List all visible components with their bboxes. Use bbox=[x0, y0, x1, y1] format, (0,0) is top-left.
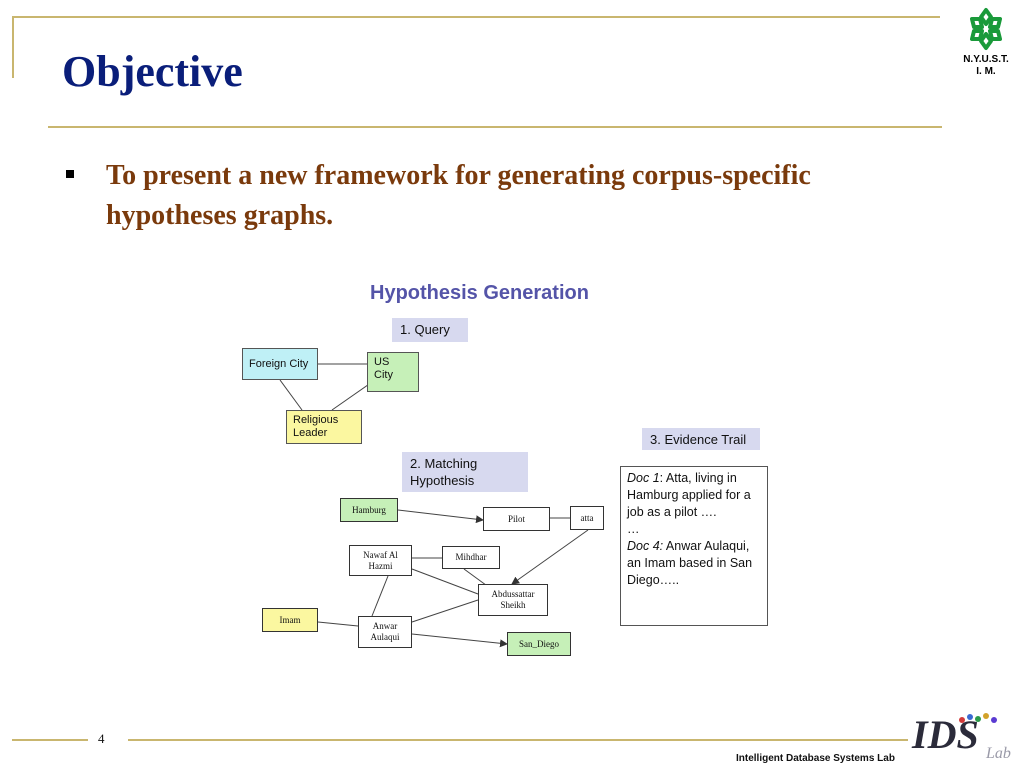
edge-foreign-leader bbox=[279, 379, 303, 411]
nyust-emblem-icon bbox=[970, 8, 1002, 50]
logo-text-line-2: I. M. bbox=[976, 66, 996, 77]
node-san-diego-label: San_Diego bbox=[519, 638, 559, 649]
top-border-rule bbox=[12, 16, 940, 18]
node-anwar-aulaqui: Anwar Aulaqui bbox=[358, 616, 412, 648]
footer-rule-right bbox=[128, 739, 908, 741]
node-abdussattar-sheikh: Abdussattar Sheikh bbox=[478, 584, 548, 616]
node-us-city-line-1: US bbox=[374, 356, 390, 368]
node-imam-label: Imam bbox=[279, 614, 301, 625]
footer-lab-label: Intelligent Database Systems Lab bbox=[736, 753, 895, 764]
edge-nawaf-abdussattar bbox=[411, 568, 479, 595]
logo-text-line-1: N.Y.U.S.T. bbox=[963, 54, 1009, 65]
node-abdussattar-line-2: Sheikh bbox=[500, 600, 526, 610]
svg-text:Lab: Lab bbox=[985, 745, 1011, 762]
node-pilot: Pilot bbox=[483, 507, 550, 531]
node-imam: Imam bbox=[262, 608, 318, 632]
node-nawaf-line-2: Hazmi bbox=[368, 560, 393, 571]
slide-title: Objective bbox=[62, 47, 243, 96]
step-query-label: 1. Query bbox=[392, 318, 468, 342]
node-abdussattar-line-1: Abdussattar bbox=[491, 589, 535, 599]
square-bullet-icon bbox=[66, 170, 74, 178]
edge-atta-abdussattar bbox=[511, 529, 589, 585]
diagram-title: Hypothesis Generation bbox=[370, 282, 589, 304]
node-anwar-line-1: Anwar bbox=[372, 621, 398, 631]
bullet-text: To present a new framework for generatin… bbox=[106, 160, 811, 231]
evidence-trail-box: Doc 1: Atta, living in Hamburg applied f… bbox=[620, 466, 768, 626]
svg-text:IDS: IDS bbox=[911, 712, 979, 757]
ids-lab-logo-icon: IDS Lab bbox=[911, 712, 1011, 762]
evidence-doc4-text: Anwar Aulaqui, an Imam based in San Dieg… bbox=[627, 539, 753, 587]
evidence-ellipsis: … bbox=[627, 522, 640, 536]
nyust-logo: N.Y.U.S.T. I. M. bbox=[950, 4, 1022, 86]
node-hamburg-label: Hamburg bbox=[352, 504, 386, 515]
node-pilot-label: Pilot bbox=[507, 513, 525, 524]
evidence-doc1: Doc 1: Atta, living in Hamburg applied f… bbox=[627, 470, 761, 521]
node-religious-leader-line-1: Religious bbox=[293, 414, 339, 426]
evidence-doc1-text: : Atta, living in Hamburg applied for a … bbox=[627, 471, 751, 519]
evidence-doc4: Doc 4: Anwar Aulaqui, an Imam based in S… bbox=[627, 538, 761, 589]
node-nawaf-al-hazmi: Nawaf Al Hazmi bbox=[349, 545, 412, 576]
node-religious-leader-line-2: Leader bbox=[293, 427, 328, 439]
node-foreign-city: Foreign City bbox=[242, 348, 318, 380]
hypothesis-generation-diagram: Hypothesis Generation 1. Query 2. Matchi… bbox=[220, 270, 800, 670]
evidence-doc4-label: Doc 4: bbox=[627, 539, 664, 553]
node-nawaf-line-1: Nawaf Al bbox=[363, 549, 398, 560]
node-mihdhar: Mihdhar bbox=[442, 546, 500, 569]
edge-nawaf-anwar bbox=[371, 575, 389, 617]
node-us-city-line-2: City bbox=[374, 369, 393, 381]
step-matching-line-1: 2. Matching bbox=[410, 456, 478, 471]
edge-anwar-sandiego bbox=[411, 633, 508, 648]
left-border-rule bbox=[12, 16, 14, 78]
node-san-diego: San_Diego bbox=[507, 632, 571, 656]
evidence-doc1-label: Doc 1 bbox=[627, 471, 660, 485]
step-matching-line-2: Hypothesis bbox=[410, 473, 475, 488]
edge-anwar-abdussattar bbox=[411, 599, 479, 623]
node-atta-label: atta bbox=[580, 512, 594, 523]
step-evidence-text: 3. Evidence Trail bbox=[650, 432, 747, 447]
ids-lab-logo: IDS Lab bbox=[906, 708, 1022, 766]
diagram-edges bbox=[279, 363, 589, 648]
step-matching-label: 2. Matching Hypothesis bbox=[402, 452, 528, 492]
node-atta: atta bbox=[570, 506, 604, 530]
page-number: 4 bbox=[98, 731, 105, 746]
node-foreign-city-label: Foreign City bbox=[249, 358, 309, 370]
node-us-city: US City bbox=[367, 352, 419, 392]
node-mihdhar-label: Mihdhar bbox=[455, 552, 487, 562]
node-hamburg: Hamburg bbox=[340, 498, 398, 522]
node-religious-leader: Religious Leader bbox=[286, 410, 362, 444]
title-underline-rule bbox=[48, 126, 942, 128]
edge-hamburg-pilot bbox=[397, 509, 484, 524]
node-anwar-line-2: Aulaqui bbox=[370, 632, 400, 642]
edge-imam-anwar bbox=[317, 621, 359, 627]
footer-rule-left bbox=[12, 739, 88, 741]
step-query-text: 1. Query bbox=[400, 322, 450, 337]
step-evidence-label: 3. Evidence Trail bbox=[642, 428, 760, 450]
